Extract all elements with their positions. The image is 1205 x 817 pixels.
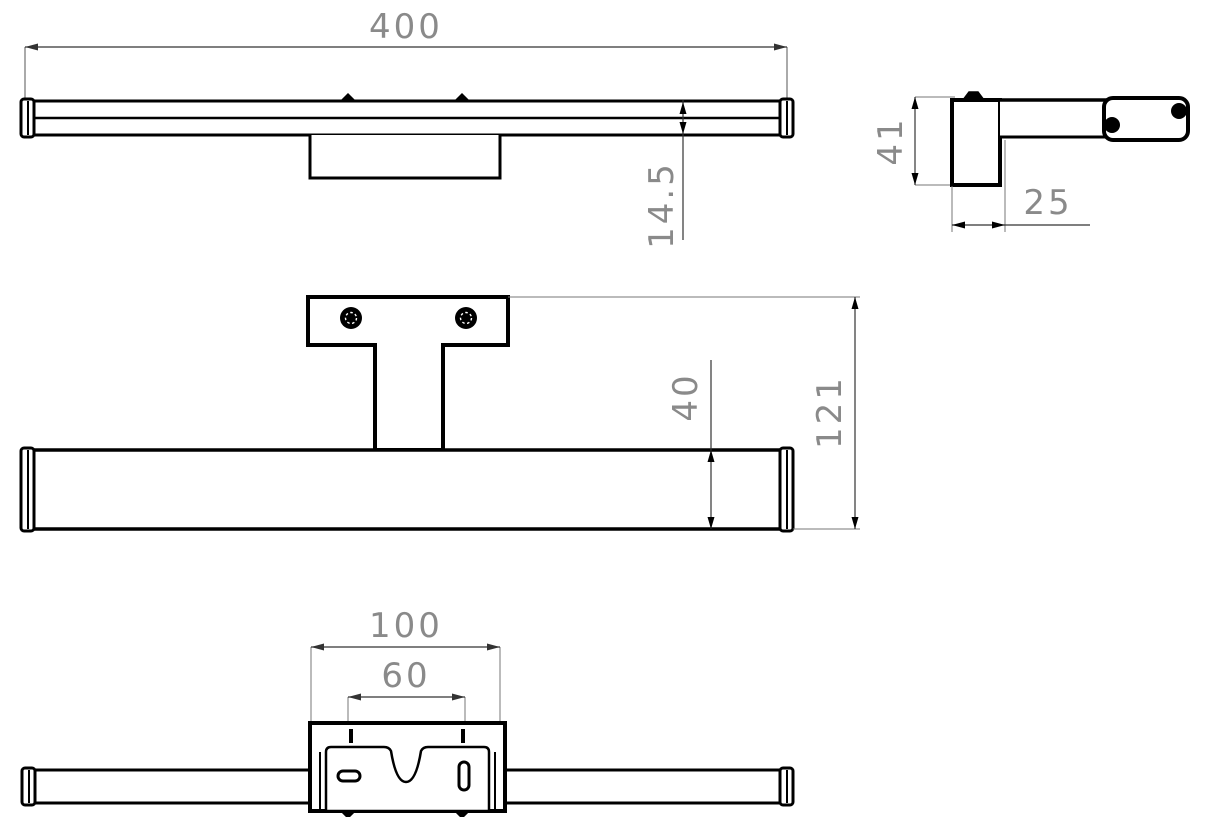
top-view-bar bbox=[19, 97, 795, 139]
dim-121-arrow-top bbox=[851, 297, 859, 309]
front-screw-hole-right-center-mark bbox=[459, 311, 473, 325]
bottom-nub-right-icon bbox=[453, 810, 471, 817]
dim-121-arrow-bottom bbox=[851, 517, 859, 529]
dim-14-5-arrow-top bbox=[679, 102, 687, 114]
bottom-nub-left-icon bbox=[339, 810, 357, 817]
bottom-view-group: 100 60 bbox=[20, 606, 795, 817]
dim-100-arrow-left bbox=[311, 643, 324, 651]
dim-100-label: 100 bbox=[369, 606, 443, 646]
dim-41-label: 41 bbox=[871, 116, 911, 165]
top-bracket-outline bbox=[308, 135, 502, 180]
dim-14-5-label: 14.5 bbox=[642, 161, 682, 249]
bottom-view-mount-plate bbox=[308, 721, 507, 817]
dim-40-group: 40 bbox=[666, 360, 715, 529]
bottom-slot-vertical-right bbox=[457, 760, 471, 792]
bottom-plate-tab-left-icon bbox=[349, 729, 353, 743]
dim-25-arrow-right bbox=[992, 221, 1005, 229]
dim-400-group bbox=[24, 43, 788, 105]
dim-60-arrow-left bbox=[348, 693, 361, 701]
dim-60-label: 60 bbox=[381, 656, 430, 696]
dim-60-group: 60 bbox=[347, 656, 466, 778]
side-endbox-outline bbox=[1102, 96, 1190, 142]
side-view-arm bbox=[952, 98, 1112, 139]
side-endbox-dot-left-icon bbox=[1104, 117, 1120, 133]
front-bracket-outline bbox=[306, 295, 510, 452]
dim-100-group: 100 bbox=[310, 606, 501, 725]
dim-400-label: 400 bbox=[369, 7, 443, 47]
dim-41-arrow-bottom bbox=[911, 173, 919, 185]
bottom-inner-bracket-outline bbox=[324, 745, 491, 813]
dim-25-label: 25 bbox=[1023, 183, 1072, 223]
side-view-group: 41 bbox=[871, 91, 1190, 232]
bottom-slot-horizontal-left bbox=[336, 769, 362, 783]
dim-40-label: 40 bbox=[666, 372, 706, 421]
top-view-group: 14.5 bbox=[19, 43, 795, 249]
side-endbox-dot-right-icon bbox=[1171, 103, 1187, 119]
top-view-mount-nubs bbox=[339, 92, 471, 102]
dim-400-arrow-left bbox=[25, 43, 38, 51]
dim-41-arrow-top bbox=[911, 97, 919, 109]
front-view-bar bbox=[19, 446, 795, 533]
bottom-plate-tab-right-icon bbox=[461, 729, 465, 743]
front-screw-hole-left-icon bbox=[340, 307, 362, 329]
front-bar-outline bbox=[31, 448, 783, 531]
dim-60-arrow-right bbox=[452, 693, 465, 701]
front-screw-hole-right-icon bbox=[455, 307, 477, 329]
dim-14-5-group: 14.5 bbox=[642, 100, 687, 249]
dim-25-arrow-left bbox=[952, 221, 965, 229]
dim-121-label: 121 bbox=[810, 375, 850, 449]
dim-400-arrow-right bbox=[774, 43, 787, 51]
top-view-bracket bbox=[308, 135, 502, 180]
dim-14-5-arrow-bottom bbox=[679, 122, 687, 134]
side-view-backplate bbox=[950, 91, 1002, 187]
dim-40-arrow-top bbox=[707, 450, 715, 462]
top-nub-left-icon bbox=[339, 92, 357, 102]
side-view-endbox bbox=[1102, 96, 1190, 142]
dim-121-group: 121 bbox=[508, 296, 860, 530]
dim-100-arrow-right bbox=[487, 643, 500, 651]
top-nub-right-icon bbox=[453, 92, 471, 102]
front-view-group: 40 121 bbox=[19, 295, 860, 533]
front-screw-hole-left-center-mark bbox=[344, 311, 358, 325]
dim-40-arrow-bottom bbox=[707, 517, 715, 529]
dim-41-group: 41 bbox=[871, 96, 955, 186]
side-arm-outline bbox=[1000, 98, 1112, 139]
side-backplate-outline bbox=[950, 98, 1002, 187]
front-view-bracket bbox=[306, 295, 510, 452]
dim-25-group: 25 bbox=[951, 140, 1090, 232]
